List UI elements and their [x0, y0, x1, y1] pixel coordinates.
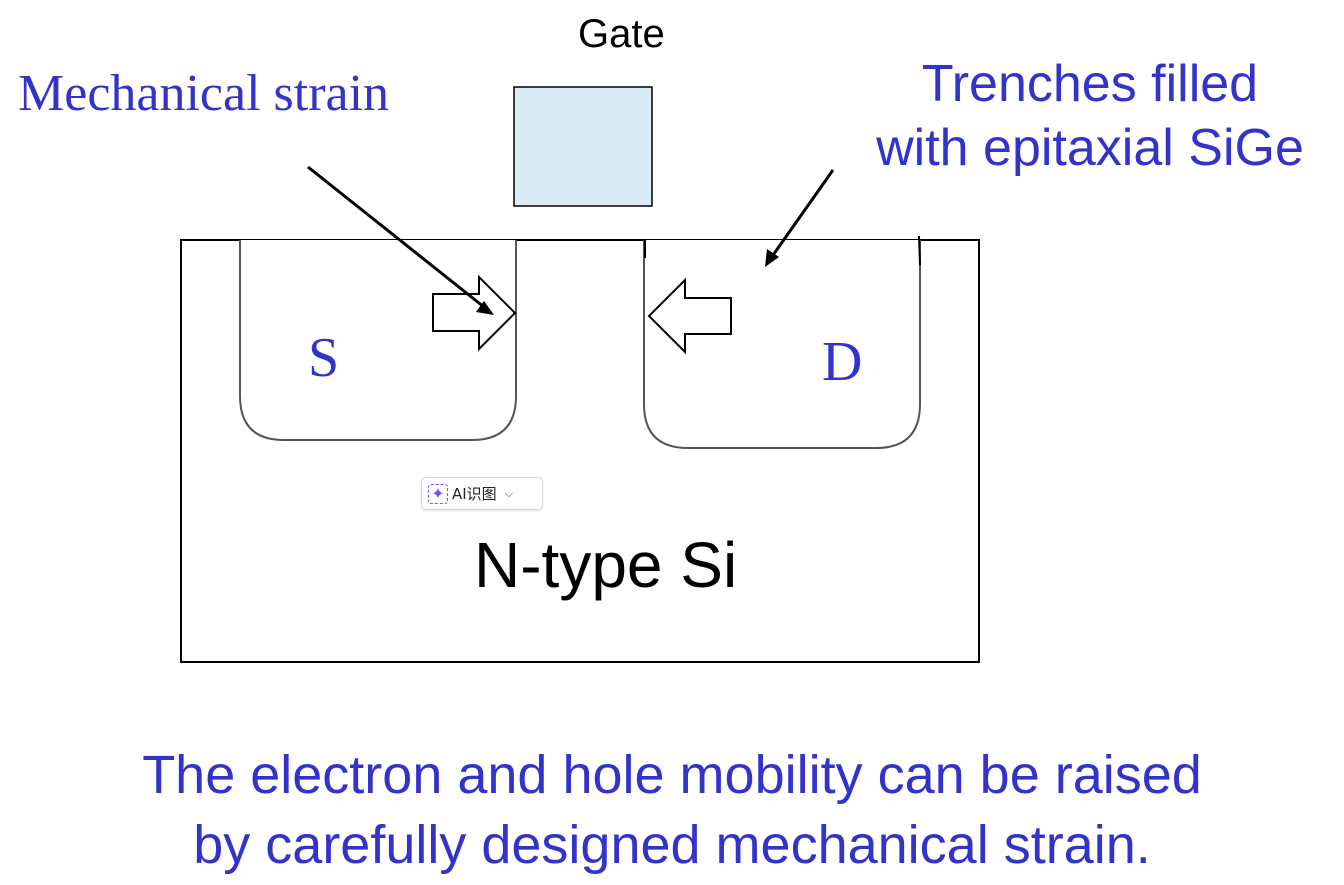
substrate-label: N-type Si	[474, 529, 738, 601]
chevron-down-icon[interactable]: ⌵	[504, 486, 514, 500]
mechanical-strain-pointer	[307, 165, 485, 309]
ai-image-recognition-button[interactable]: ✦ AI识图 ⌵	[421, 477, 543, 510]
ai-chip-label: AI识图	[452, 485, 497, 503]
strain-arrow-left	[647, 277, 732, 355]
gate-label: Gate	[578, 12, 665, 56]
trenches-pointer-head	[765, 249, 779, 267]
caption: The electron and hole mobility can be ra…	[0, 740, 1344, 880]
source-label: S	[308, 327, 340, 389]
source-well	[239, 240, 517, 441]
trenches-label-line2: with epitaxial SiGe	[876, 119, 1304, 177]
sparkle-scan-icon: ✦	[428, 483, 448, 504]
strain-arrow-right	[432, 274, 517, 352]
caption-line1: The electron and hole mobility can be ra…	[142, 745, 1202, 805]
mechanical-strain-label: Mechanical strain	[18, 65, 390, 122]
drain-well-tick-right	[918, 235, 921, 266]
drain-well	[643, 240, 921, 449]
trenches-pointer	[769, 169, 835, 259]
trenches-label-line1: Trenches filled	[921, 55, 1259, 113]
gate-rect	[513, 86, 653, 207]
mechanical-strain-pointer-head	[476, 301, 494, 315]
trenches-label: Trenches filled with epitaxial SiGe	[840, 52, 1340, 180]
drain-label: D	[822, 331, 863, 393]
caption-line2: by carefully designed mechanical strain.	[193, 815, 1151, 875]
